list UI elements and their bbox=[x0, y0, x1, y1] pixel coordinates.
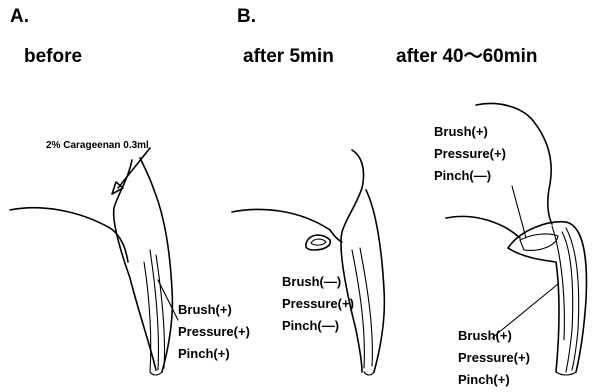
panel-a-letter: A. bbox=[10, 6, 29, 27]
after5-pressure: Pressure(+) bbox=[282, 296, 354, 311]
after5-swelling bbox=[306, 235, 330, 250]
panel-b-after40-title: after 40〜60min bbox=[396, 46, 538, 67]
injection-arrow bbox=[112, 148, 150, 194]
panel-a-brush: Brush(+) bbox=[178, 302, 232, 317]
after40-upper-pinch: Pinch(—) bbox=[434, 168, 491, 183]
after40-lower-pressure: Pressure(+) bbox=[458, 350, 530, 365]
after40-upper-leader bbox=[512, 186, 526, 238]
after40-upper-brush: Brush(+) bbox=[434, 124, 488, 139]
panel-b-letter: B. bbox=[237, 6, 256, 27]
panel-a-leader-line bbox=[158, 280, 178, 320]
panel-b-after5-title: after 5min bbox=[243, 46, 334, 67]
after40-lower-brush: Brush(+) bbox=[458, 328, 512, 343]
panel-a-title: before bbox=[24, 46, 82, 67]
after40-upper-pressure: Pressure(+) bbox=[434, 146, 506, 161]
panel-a-pressure: Pressure(+) bbox=[178, 324, 250, 339]
after5-pinch: Pinch(—) bbox=[282, 318, 339, 333]
after5-paw-drawing bbox=[232, 150, 384, 375]
after40-lower-pinch: Pinch(+) bbox=[458, 372, 510, 387]
panel-a-pinch: Pinch(+) bbox=[178, 346, 230, 361]
after5-brush: Brush(—) bbox=[282, 274, 341, 289]
panel-a-paw-drawing bbox=[10, 158, 172, 375]
injection-label: 2% Carageenan 0.3ml bbox=[46, 140, 149, 151]
